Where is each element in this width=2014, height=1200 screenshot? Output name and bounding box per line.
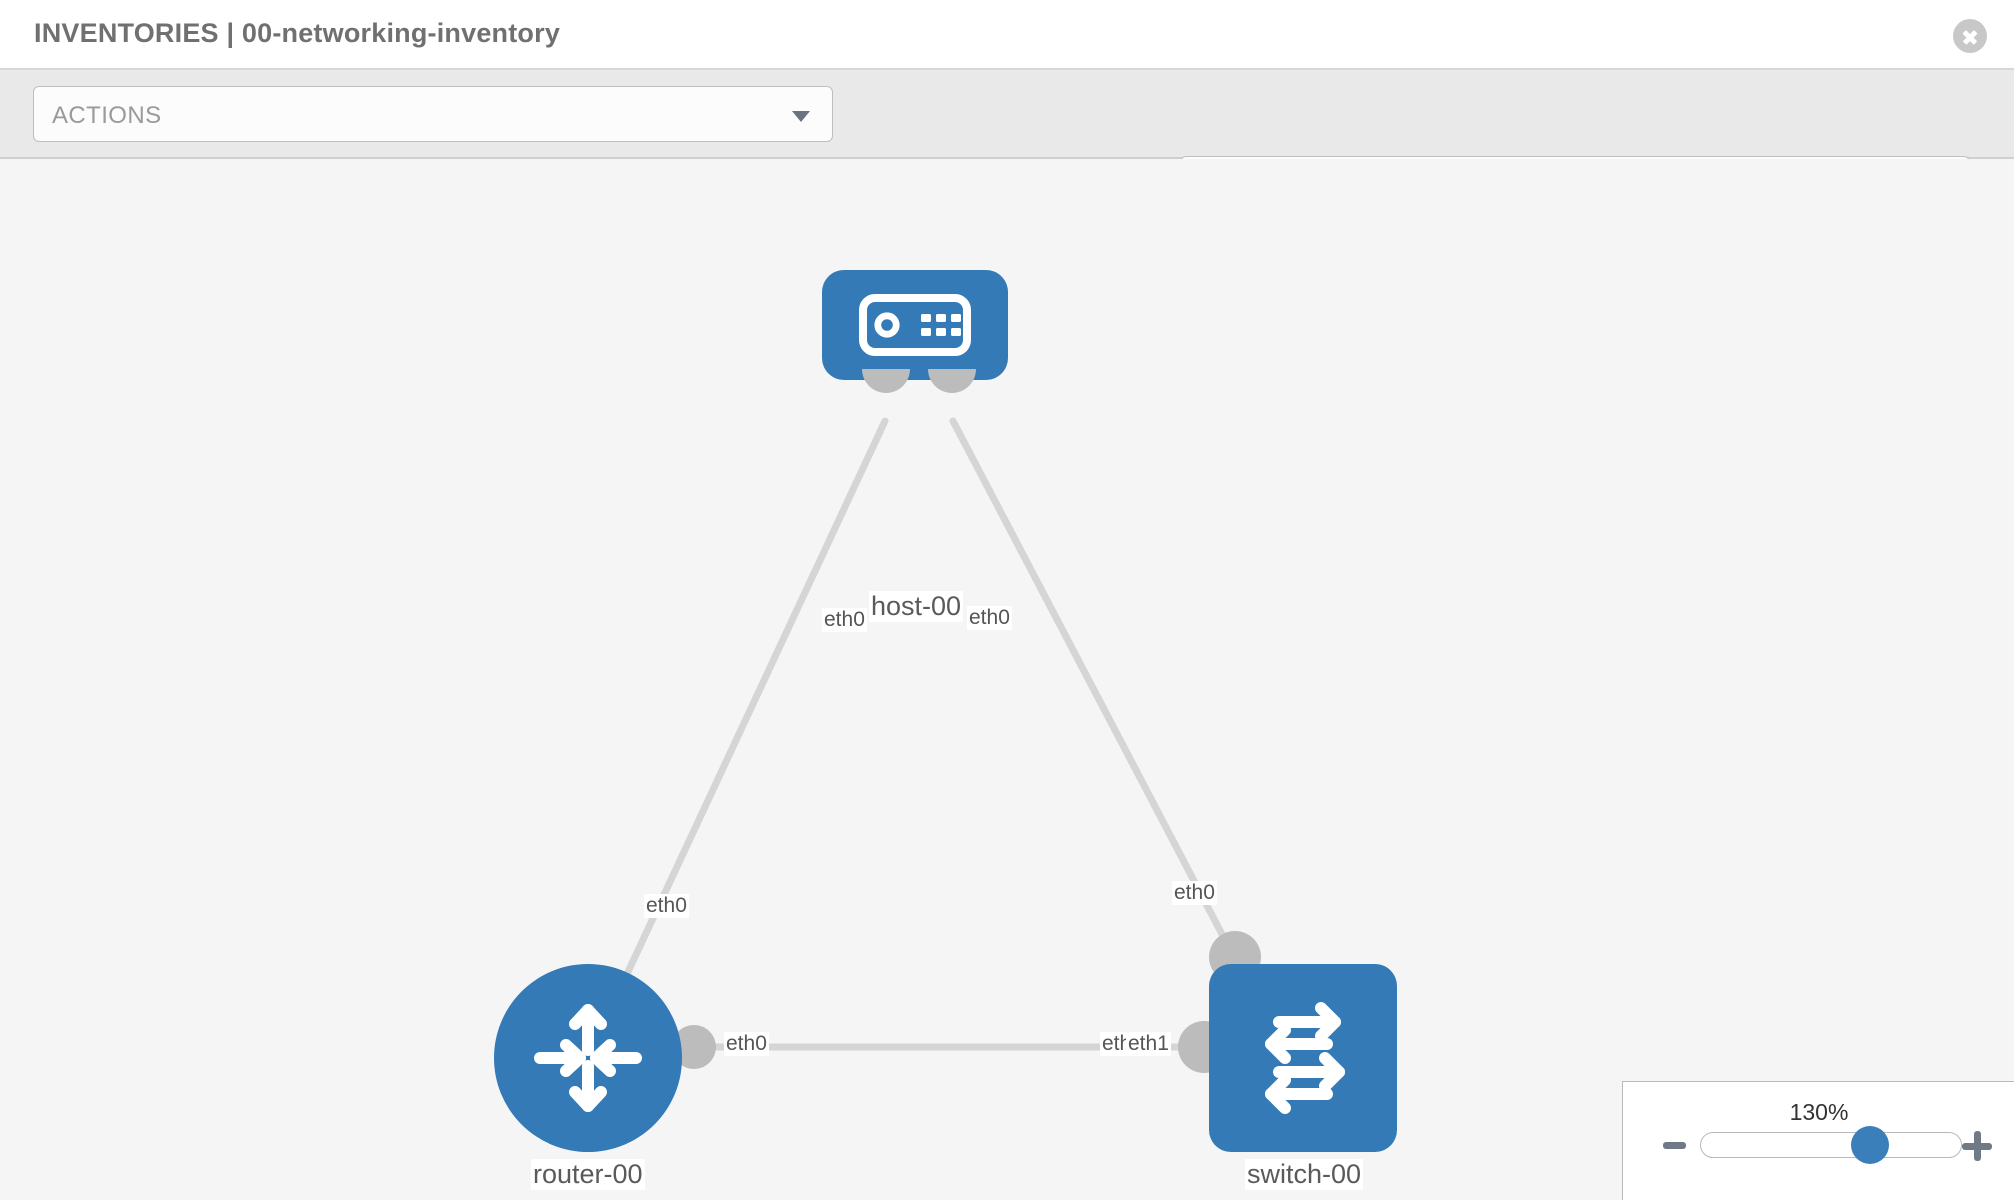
node-switch-00-shape[interactable] — [1209, 964, 1397, 1152]
zoom-slider-thumb[interactable] — [1851, 1126, 1890, 1164]
zoom-slider[interactable] — [1700, 1126, 1962, 1164]
node-host-00[interactable] — [822, 270, 1008, 380]
node-label-router-00: router-00 — [531, 1159, 645, 1190]
minus-icon[interactable] — [1663, 1142, 1686, 1149]
zoom-level-label: 130% — [1789, 1099, 1849, 1125]
switch-arrows-icon — [1265, 1002, 1345, 1114]
page-header: INVENTORIES | 00-networking-inventory — [0, 0, 2014, 70]
iface-label-host-left: eth0 — [822, 608, 867, 632]
plus-icon[interactable] — [1962, 1131, 1992, 1161]
iface-label-router-right: eth0 — [724, 1032, 769, 1056]
iface-label-switch-left-front: eth1 — [1126, 1032, 1171, 1056]
iface-label-switch-up: eth0 — [1172, 881, 1217, 905]
node-switch-00[interactable] — [1209, 964, 1397, 1152]
server-icon — [859, 294, 971, 356]
iface-label-router-up: eth0 — [644, 894, 689, 918]
iface-label-host-right: eth0 — [967, 606, 1012, 630]
zoom-control: 130% — [1622, 1081, 2014, 1200]
actions-dropdown[interactable]: ACTIONS — [33, 86, 833, 142]
actions-dropdown-label: ACTIONS — [52, 102, 162, 129]
chevron-down-icon — [792, 111, 810, 122]
router-arrows-icon — [534, 1004, 642, 1112]
node-router-00-shape[interactable] — [494, 964, 682, 1152]
toolbar: ACTIONS SEARCH — [0, 70, 2014, 212]
node-label-host-00: host-00 — [869, 591, 964, 622]
node-router-00[interactable] — [494, 964, 682, 1152]
close-icon[interactable] — [1953, 19, 1987, 53]
topology-canvas[interactable]: eth0 host-00 eth0 eth0 eth0 ro — [0, 159, 2014, 1200]
page-title: INVENTORIES | 00-networking-inventory — [34, 18, 561, 48]
node-host-00-shape[interactable] — [822, 270, 1008, 380]
node-label-switch-00: switch-00 — [1245, 1159, 1364, 1190]
edge-host-switch — [949, 417, 1239, 963]
